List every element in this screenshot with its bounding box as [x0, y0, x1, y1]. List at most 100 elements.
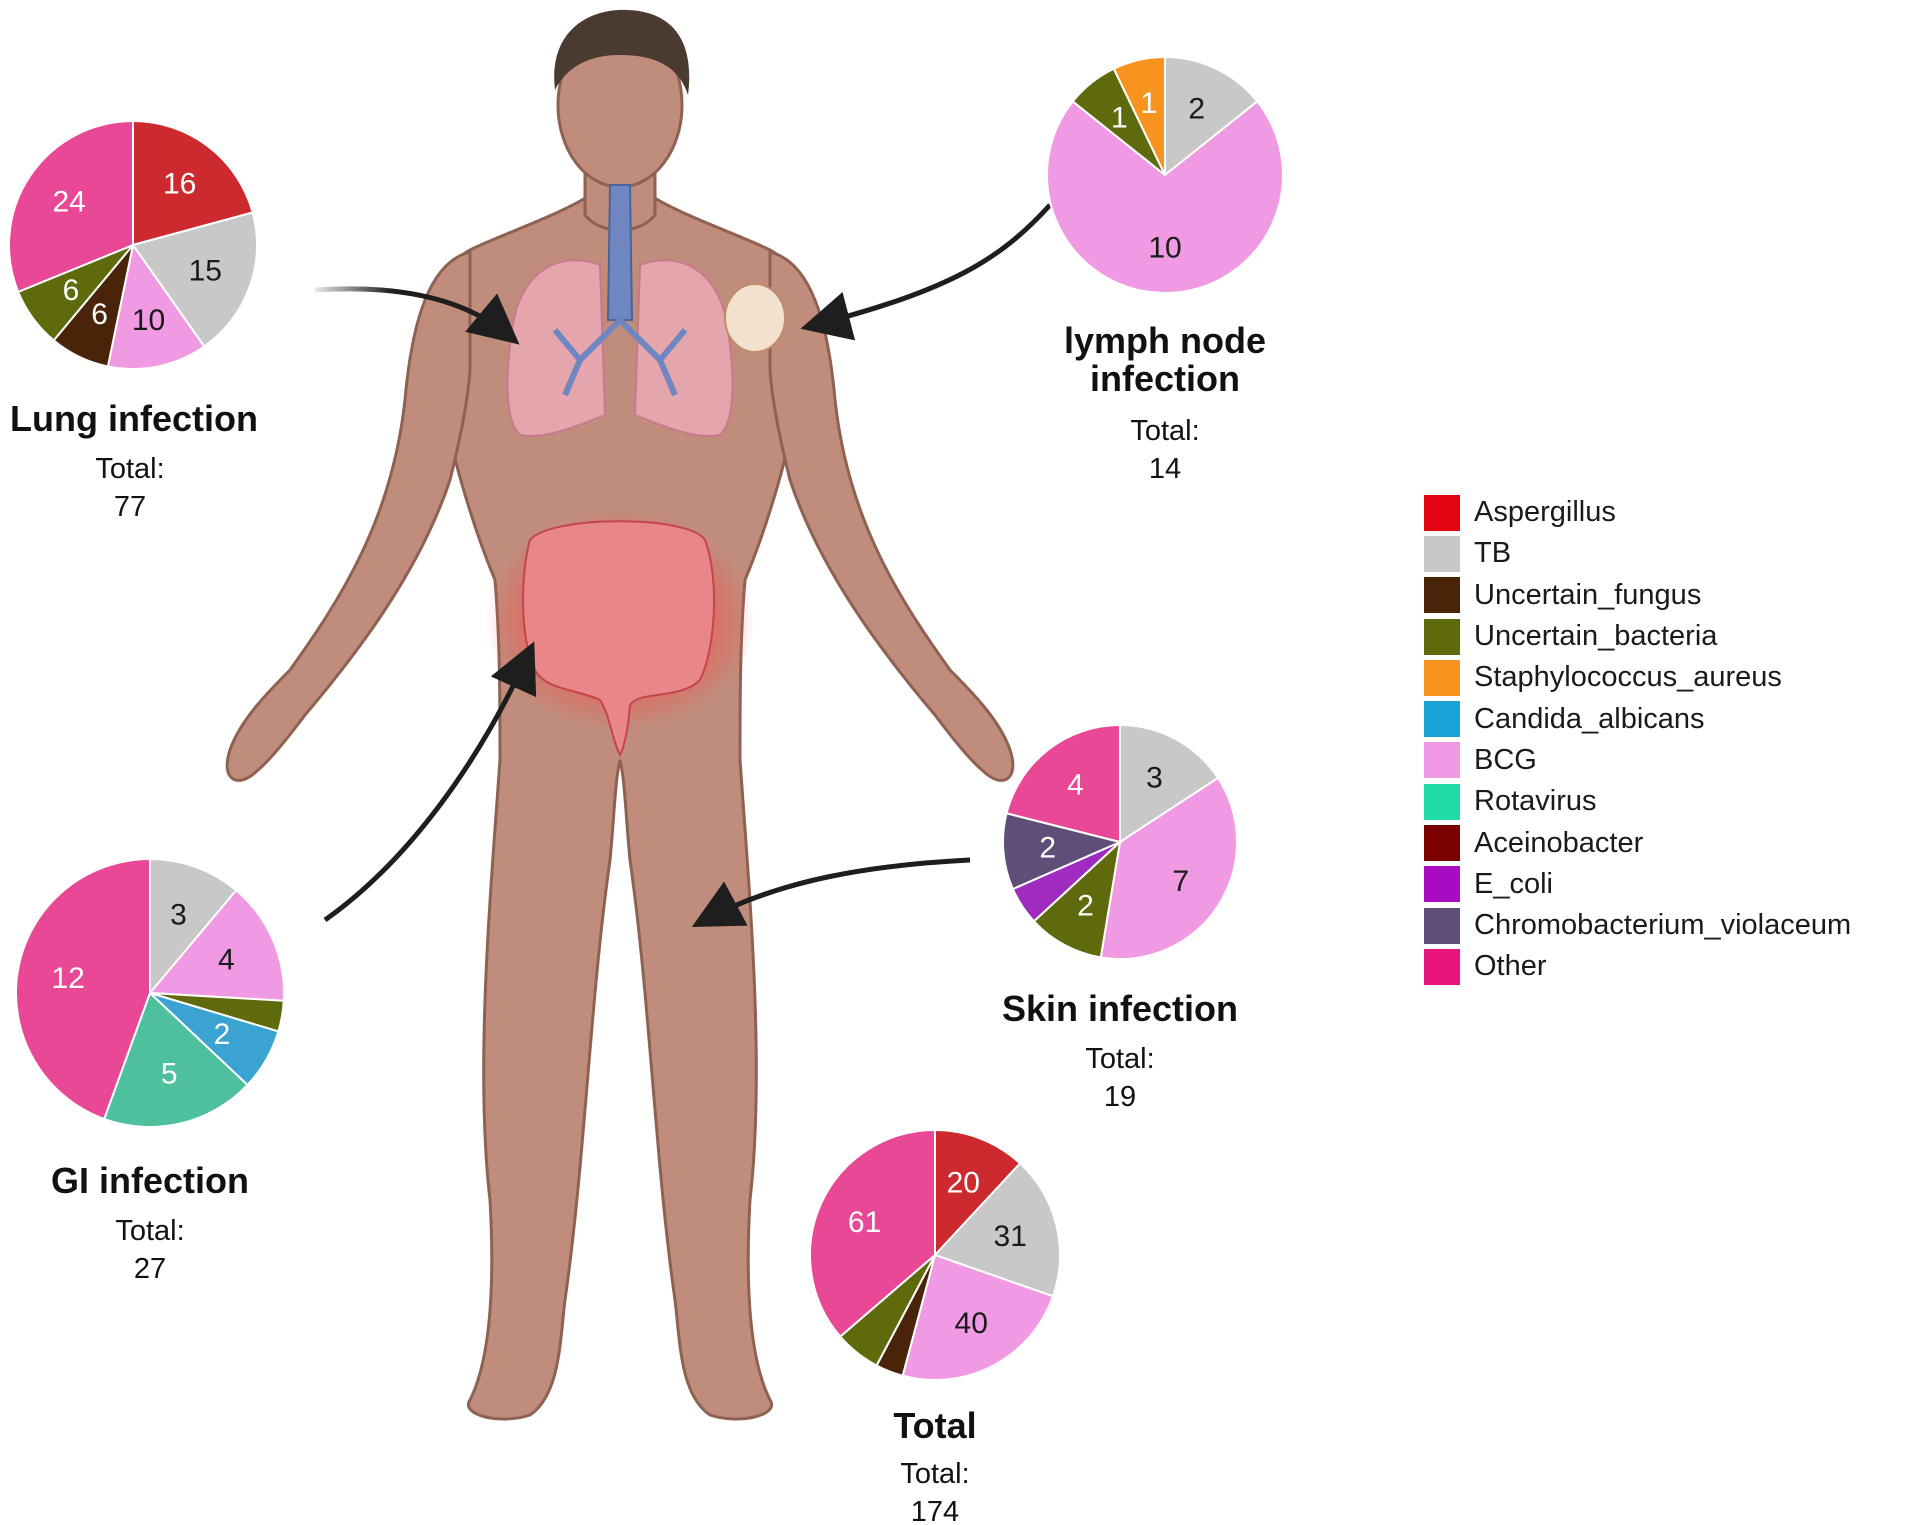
legend-label: Aspergillus [1474, 496, 1616, 529]
slice-data-label: 2 [1188, 93, 1205, 126]
pie-slice-aspergillus [132, 119, 254, 247]
chart-title-lymph: lymph node infection [1063, 320, 1266, 399]
pie-slice-bcg [106, 242, 206, 370]
legend-swatch [1424, 494, 1460, 531]
slice-data-label: 20 [947, 1166, 980, 1199]
hair [554, 9, 690, 95]
legend-label: Candida_albicans [1474, 702, 1705, 735]
legend-label: Other [1474, 950, 1547, 983]
slice-data-label: 5 [161, 1057, 178, 1090]
total-value: 19 [1103, 1081, 1137, 1113]
legend-swatch [1424, 535, 1460, 572]
slice-data-label: 10 [132, 304, 165, 337]
slice-data-label: 1 [1140, 87, 1157, 120]
total-label: Total: [115, 1215, 185, 1247]
legend-swatch [1424, 866, 1460, 903]
chart-total-total: Total: 174 [885, 1455, 985, 1525]
legend-label: Aceinobacter [1474, 826, 1644, 859]
slice-data-label: 3 [170, 898, 187, 931]
legend-item: Rotavirus [1424, 781, 1894, 822]
legend-label: Chromobacterium_violaceum [1474, 909, 1852, 942]
arrow-skin [691, 857, 971, 928]
legend-item: Uncertain_fungus [1424, 575, 1894, 616]
chart-title-lung: Lung infection [10, 398, 258, 439]
total-label: Total: [95, 453, 165, 485]
slice-data-label: 40 [955, 1307, 988, 1340]
pie-slice-bcg [1046, 100, 1284, 294]
legend-label: Uncertain_fungus [1474, 578, 1702, 611]
slice-data-label: 31 [994, 1220, 1027, 1253]
legend-item: TB [1424, 533, 1894, 574]
pie-slice-other [14, 857, 151, 1121]
slice-data-label: 4 [1067, 768, 1084, 801]
arrow-lymph [800, 203, 1052, 341]
chart-title-total: Total [893, 1405, 977, 1446]
legend-item: Staphylococcus_aureus [1424, 657, 1894, 698]
legend-swatch [1424, 577, 1460, 614]
pie-slice-other [809, 1128, 936, 1338]
pie-total: 20 31 40 61 [809, 1128, 1061, 1381]
pie-slice-aspergillus [934, 1128, 1022, 1258]
pie-slice-bcg [901, 1253, 1055, 1381]
legend-item: BCG [1424, 740, 1894, 781]
legend-swatch [1424, 618, 1460, 655]
total-label: Total: [900, 1458, 970, 1490]
slice-data-label: 2 [214, 1018, 231, 1051]
trachea [606, 184, 634, 321]
slice-data-label: 2 [1039, 831, 1056, 864]
legend-swatch [1424, 825, 1460, 862]
pie-slice-bcg [147, 888, 285, 1002]
total-value: 77 [113, 491, 147, 523]
slice-data-label: 24 [52, 186, 85, 219]
chart-total-gi: Total: 27 [100, 1212, 200, 1288]
legend-swatch [1424, 783, 1460, 820]
arrow-gi [323, 641, 537, 923]
legend-label: E_coli [1474, 867, 1553, 900]
slice-data-label: 61 [848, 1206, 881, 1239]
legend-swatch [1424, 742, 1460, 779]
total-value: 14 [1148, 453, 1182, 485]
total-value: 27 [133, 1253, 167, 1285]
organs [485, 184, 786, 758]
lung-left [506, 259, 607, 437]
pie-slice-staphylococcus-aureus [1112, 55, 1166, 176]
pie-slice-tb [1164, 55, 1259, 178]
total-value: 174 [910, 1496, 960, 1525]
slice-data-label: 16 [163, 167, 196, 200]
legend-swatch [1424, 701, 1460, 738]
pie-slice-tb [131, 211, 258, 348]
legend-label: Uncertain_bacteria [1474, 620, 1718, 653]
body-torso-and-legs [432, 193, 808, 1421]
left-arm [225, 250, 472, 782]
pie-slice-other [8, 119, 134, 294]
arrows [314, 203, 1052, 928]
pie-slice-chromobacterium-violaceum [1002, 812, 1124, 891]
lymph-node [724, 283, 786, 353]
legend-label: BCG [1474, 743, 1537, 776]
slice-data-label: 1 [1111, 101, 1128, 134]
chart-total-lung: Total: 77 [80, 450, 180, 526]
chart-total-lymph: Total: 14 [1115, 412, 1215, 488]
pie-gi: 34 2 5 12 [14, 857, 285, 1128]
pie-slice-tb [933, 1161, 1061, 1298]
pie-slice-tb [1119, 723, 1220, 844]
legend-swatch [1424, 659, 1460, 696]
chart-title-skin: Skin infection [1001, 988, 1239, 1029]
slice-data-label: 12 [51, 962, 84, 995]
lung-right [633, 259, 734, 437]
slice-data-label: 4 [218, 944, 235, 977]
right-arm [768, 250, 1015, 782]
chart-total-skin: Total: 19 [1070, 1040, 1170, 1116]
legend-label: Staphylococcus_aureus [1474, 661, 1782, 694]
total-label: Total: [1085, 1043, 1155, 1075]
total-label: Total: [1130, 415, 1200, 447]
legend-item: E_coli [1424, 864, 1894, 905]
pie-slice-bcg [1099, 776, 1238, 960]
legend-label: TB [1474, 537, 1512, 570]
legend-item: Candida_albicans [1424, 698, 1894, 739]
